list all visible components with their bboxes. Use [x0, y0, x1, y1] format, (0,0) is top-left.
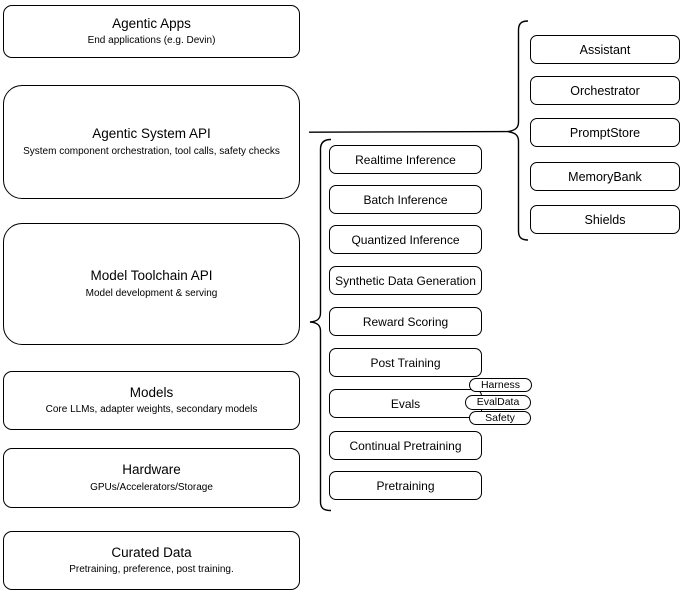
box-subtitle: System component orchestration, tool cal… [23, 145, 280, 157]
brace-system-components [507, 20, 529, 241]
service-box-post-training: Post Training [329, 348, 482, 377]
box-title: Curated Data [111, 544, 192, 560]
service-box-pretraining: Pretraining [329, 471, 482, 500]
box-title: Model Toolchain API [90, 268, 213, 284]
box-agentic-system-api: Agentic System API System component orch… [3, 85, 300, 199]
box-models: Models Core LLMs, adapter weights, secon… [3, 371, 300, 430]
box-title: Hardware [122, 462, 181, 478]
component-box-shields: Shields [530, 205, 680, 234]
box-subtitle: Model development & serving [85, 287, 218, 299]
box-subtitle: Pretraining, preference, post training. [69, 564, 234, 576]
box-model-toolchain-api: Model Toolchain API Model development & … [3, 223, 300, 345]
box-title: Agentic System API [92, 126, 211, 142]
box-curated-data: Curated Data Pretraining, preference, po… [3, 531, 300, 590]
component-box-promptstore: PromptStore [530, 118, 680, 147]
component-box-memorybank: MemoryBank [530, 162, 680, 191]
component-box-assistant: Assistant [530, 35, 680, 64]
box-title: Models [129, 384, 174, 400]
box-subtitle: Core LLMs, adapter weights, secondary mo… [45, 404, 258, 416]
component-box-orchestrator: Orchestrator [530, 76, 680, 105]
brace-toolchain-services [309, 138, 332, 512]
eval-tag-evaldata: EvalData [465, 395, 531, 410]
service-box-synthetic-data-generation: Synthetic Data Generation [329, 266, 482, 295]
box-title: Agentic Apps [112, 15, 191, 31]
service-box-quantized-inference: Quantized Inference [329, 225, 482, 254]
service-box-realtime-inference: Realtime Inference [329, 145, 482, 174]
box-subtitle: End applications (e.g. Devin) [87, 35, 216, 47]
connector-system-api-line [308, 130, 508, 133]
eval-tag-safety: Safety [469, 411, 531, 425]
eval-tag-harness: Harness [469, 378, 532, 392]
service-box-reward-scoring: Reward Scoring [329, 307, 482, 336]
service-box-evals: Evals [329, 389, 482, 418]
box-subtitle: GPUs/Accelerators/Storage [90, 481, 213, 493]
box-agentic-apps: Agentic Apps End applications (e.g. Devi… [3, 5, 300, 58]
service-box-continual-pretraining: Continual Pretraining [329, 431, 482, 460]
box-hardware: Hardware GPUs/Accelerators/Storage [3, 448, 300, 508]
service-box-batch-inference: Batch Inference [329, 185, 482, 214]
